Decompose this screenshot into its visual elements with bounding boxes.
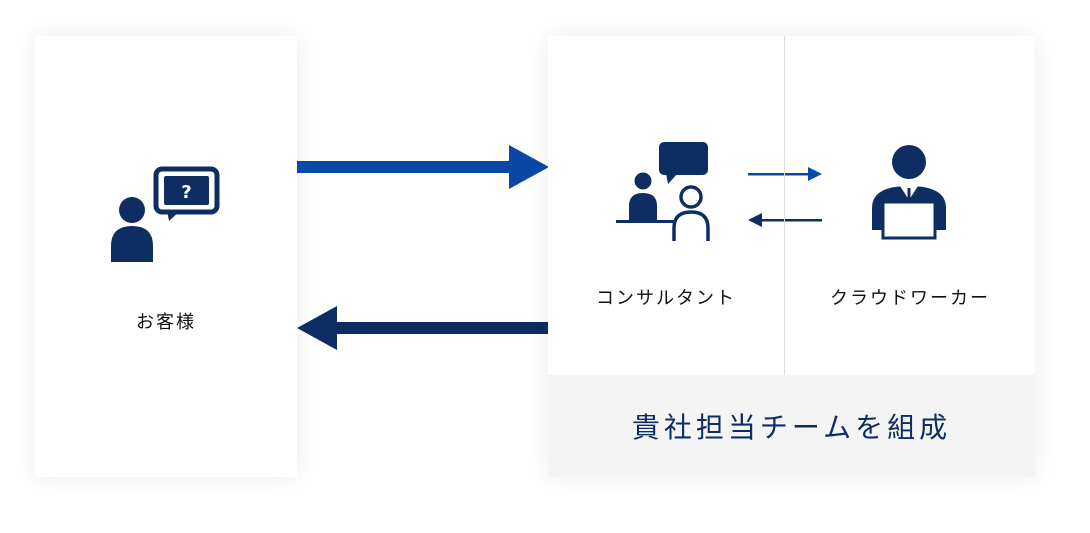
worker-laptop-icon xyxy=(872,145,946,240)
arrow-left-icon xyxy=(297,306,549,350)
customer-card: ? お客様 xyxy=(35,36,297,477)
question-mark: ? xyxy=(181,182,191,203)
consultant-speech-bubble-icon xyxy=(616,142,710,241)
team-card: コンサルタント クラウドワーカー 貴社担当チームを組成 xyxy=(548,36,1035,477)
arrow-right-icon xyxy=(297,145,549,189)
customer-label: お客様 xyxy=(136,312,196,333)
small-arrow-right-icon xyxy=(748,167,822,181)
consultant-label: コンサルタント xyxy=(596,288,736,309)
team-footer: 貴社担当チームを組成 xyxy=(548,375,1035,477)
team-formation-text: 貴社担当チームを組成 xyxy=(631,411,952,444)
small-arrow-left-icon xyxy=(748,213,822,227)
team-divider xyxy=(784,36,785,375)
person-question-bubble-icon: ? xyxy=(111,166,220,262)
crowd-worker-label: クラウドワーカー xyxy=(830,288,990,309)
